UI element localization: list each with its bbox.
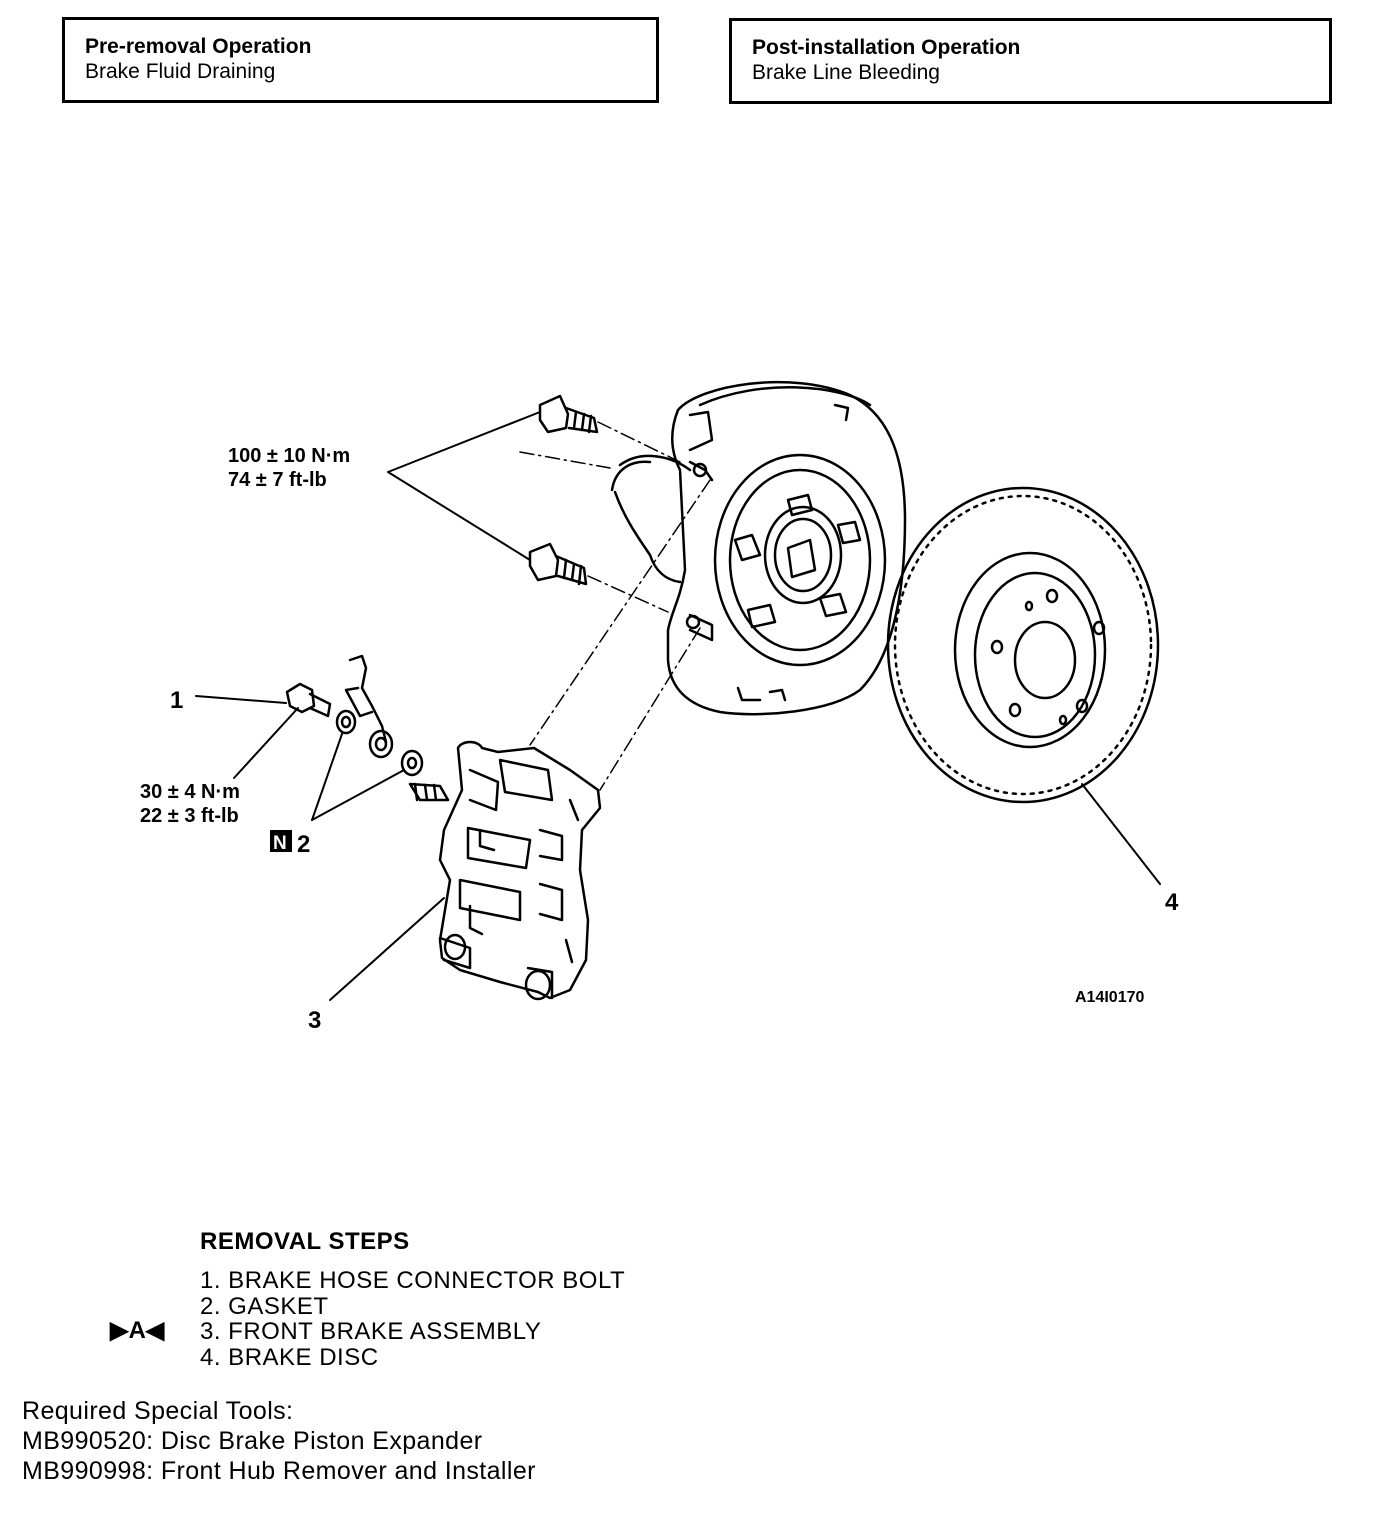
removal-step: 3. FRONT BRAKE ASSEMBLY: [200, 1318, 542, 1345]
new-part-mark-box: [270, 830, 292, 852]
removal-step: 2. GASKET: [200, 1292, 329, 1320]
caliper-mounting-bolts: [528, 394, 599, 586]
figure-code: A14I0170: [1075, 989, 1144, 1006]
torque-bolt-nm: 30 ± 4 N·m: [140, 781, 240, 803]
pre-removal-title: Pre-removal Operation: [85, 35, 312, 58]
removal-step: 1. BRAKE HOSE CONNECTOR BOLT: [200, 1267, 626, 1294]
post-installation-box: Post-installation Operation Brake Line B…: [729, 18, 1332, 104]
special-tools-heading: Required Special Tools:: [22, 1397, 294, 1425]
leader-lines: [195, 411, 1161, 1001]
callout-3: 3: [308, 1007, 321, 1034]
pre-removal-value: Brake Fluid Draining: [85, 60, 276, 83]
new-part-mark: N: [273, 833, 287, 854]
torque-top-ftlb: 74 ± 7 ft-lb: [228, 469, 327, 491]
callout-4: 4: [1165, 889, 1179, 916]
brake-caliper-drawing: [408, 740, 602, 1001]
alignment-lines: [519, 421, 711, 791]
removal-steps-heading: REMOVAL STEPS: [200, 1228, 410, 1255]
torque-top-nm: 100 ± 10 N·m: [228, 445, 350, 467]
callout-2: 2: [297, 831, 310, 858]
callout-1: 1: [170, 687, 183, 714]
special-tools: Required Special Tools: MB990520: Disc B…: [22, 1396, 536, 1486]
service-note-marker: ▶A◀: [110, 1317, 165, 1344]
removal-steps: REMOVAL STEPS 1. BRAKE HOSE CONNECTOR BO…: [200, 1228, 625, 1370]
torque-bolt-ftlb: 22 ± 3 ft-lb: [140, 805, 239, 827]
post-installation-value: Brake Line Bleeding: [752, 61, 940, 84]
special-tool-item: MB990520: Disc Brake Piston Expander: [22, 1427, 483, 1455]
brake-hose-parts: [285, 654, 424, 777]
steering-knuckle-drawing: [610, 380, 907, 716]
special-tool-item: MB990998: Front Hub Remover and Installe…: [22, 1457, 536, 1485]
brake-disc-drawing: [886, 486, 1160, 804]
post-installation-title: Post-installation Operation: [752, 36, 1021, 59]
removal-step: 4. BRAKE DISC: [200, 1343, 379, 1371]
pre-removal-box: Pre-removal Operation Brake Fluid Draini…: [62, 17, 659, 103]
